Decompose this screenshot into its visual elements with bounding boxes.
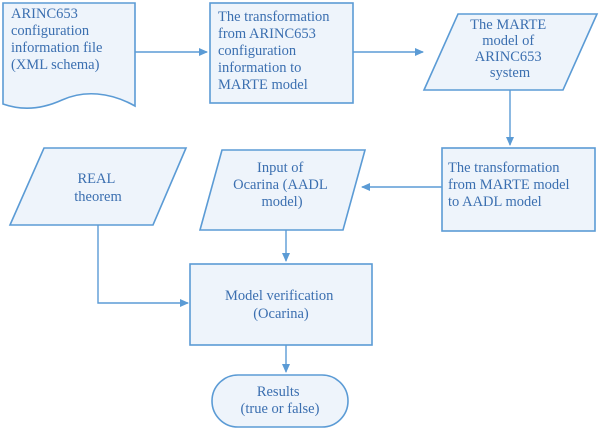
data-shape — [422, 13, 599, 91]
node-real-theorem: REAL theorem — [8, 147, 188, 226]
node-results: Results (true or false) — [211, 374, 349, 428]
data-shape — [198, 149, 367, 231]
process-shape — [209, 2, 354, 104]
node-label: Results (true or false) — [241, 384, 320, 417]
node-ocarina-input: Input of Ocarina (AADL model) — [198, 149, 367, 231]
node-model-verification: Model verification (Ocarina) — [189, 263, 373, 346]
process-shape — [189, 263, 373, 346]
data-shape — [8, 147, 188, 226]
process-shape — [441, 147, 596, 232]
edge-real-theorem-to-verification — [97, 225, 189, 307]
node-label: Model verification (Ocarina) — [225, 288, 337, 322]
document-shape — [2, 2, 136, 109]
node-label: The transformation from ARINC653 configu… — [218, 9, 333, 93]
node-label: Input of Ocarina (AADL model) — [233, 160, 331, 210]
edges — [97, 48, 514, 373]
node-label: The MARTE model of ARINC653 system — [470, 17, 550, 81]
node-label: ARINC653 configuration information file … — [11, 6, 106, 73]
node-transform-arinc-to-marte: The transformation from ARINC653 configu… — [209, 2, 354, 104]
node-marte-model: The MARTE model of ARINC653 system — [422, 13, 599, 91]
node-label: The transformation from MARTE model to A… — [448, 160, 573, 210]
terminal-shape — [211, 374, 349, 428]
node-label: REAL theorem — [74, 171, 122, 205]
node-arinc-config-file: ARINC653 configuration information file … — [2, 2, 136, 109]
node-transform-marte-to-aadl: The transformation from MARTE model to A… — [441, 147, 596, 232]
